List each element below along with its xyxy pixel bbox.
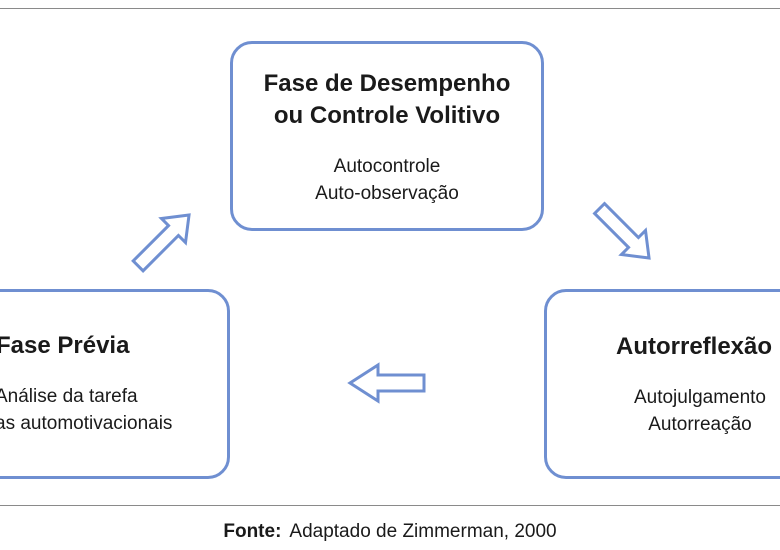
- phase-box-self-reflection: [544, 289, 780, 479]
- caption-text: Adaptado de Zimmerman, 2000: [289, 521, 557, 542]
- phase-title: Fase Prévia: [0, 332, 130, 359]
- phase-item: Auto-observação: [315, 183, 459, 204]
- phase-box-performance: [230, 41, 544, 231]
- phase-box-forethought: [0, 289, 230, 479]
- arrow-left-icon: [347, 362, 426, 404]
- phase-item: Autorreação: [648, 414, 752, 435]
- phase-item: as automotivacionais: [0, 413, 173, 434]
- phase-title-line1: Fase de Desempenho: [263, 70, 511, 97]
- phase-item: Análise da tarefa: [0, 386, 138, 407]
- arrow-down-right-icon: [592, 201, 651, 260]
- phase-item: Autocontrole: [333, 156, 441, 177]
- diagram-frame: Fase de Desempenho ou Controle Volitivo …: [0, 8, 780, 506]
- figure-caption: Fonte: Adaptado de Zimmerman, 2000: [0, 520, 780, 544]
- phase-item: Autojulgamento: [633, 387, 767, 408]
- arrow-up-right-icon: [131, 213, 191, 273]
- phase-title-line2: ou Controle Volitivo: [273, 102, 501, 129]
- caption-label: Fonte:: [223, 521, 282, 542]
- phase-title: Autorreflexão: [616, 333, 773, 360]
